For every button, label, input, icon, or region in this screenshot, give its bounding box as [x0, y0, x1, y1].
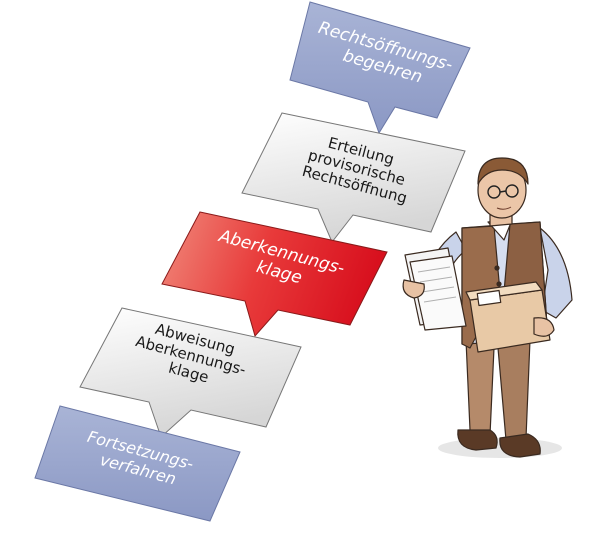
- step-shape: [79, 307, 302, 438]
- step-rechtsoeffnungsbegehren: Rechtsöffnungs- begehren: [289, 1, 471, 135]
- step-aberkennungsklage: Aberkennungs- klage: [161, 211, 388, 338]
- step-erteilung-provisorische-rechtsoeffnung: Erteilung provisorische Rechtsöffnung: [241, 112, 466, 243]
- step-shape: [289, 1, 471, 135]
- step-fortsetzungsverfahren: Fortsetzungs- verfahren: [34, 405, 241, 522]
- step-shape: [161, 211, 388, 338]
- clerk-figure-illustration: [402, 157, 573, 458]
- step-shape: [34, 405, 241, 522]
- step-shape: [241, 112, 466, 243]
- step-abweisung-aberkennungsklage: Abweisung Aberkennungs- klage: [79, 307, 302, 438]
